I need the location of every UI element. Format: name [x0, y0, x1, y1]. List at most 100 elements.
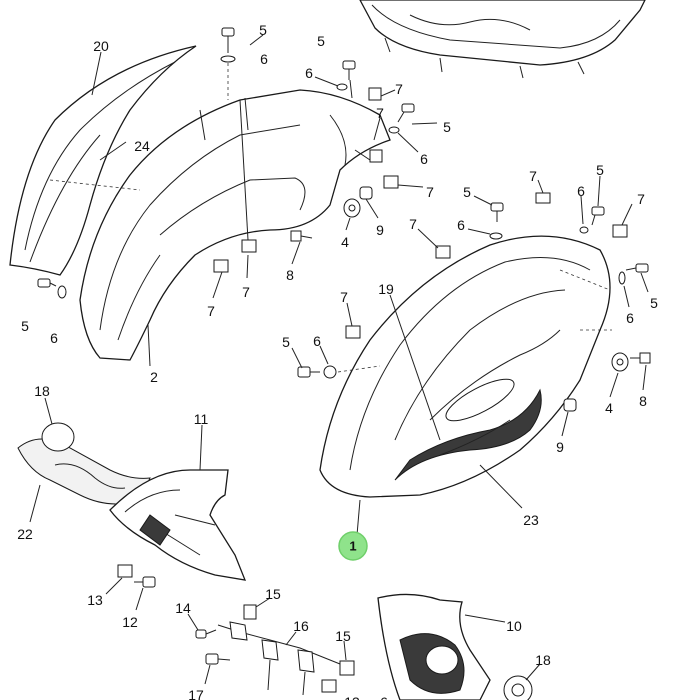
fastener-set	[37, 27, 651, 693]
callout-label-l11: 11	[194, 411, 209, 427]
callout-label-l16: 16	[293, 618, 309, 634]
callout-label-l4a: 4	[341, 234, 349, 250]
screw-5-left	[37, 278, 57, 288]
callout-label-l7e: 7	[426, 184, 434, 200]
grommet-part-18b	[503, 675, 533, 700]
callout-label-l5c: 5	[317, 33, 325, 49]
clip-15-b	[339, 660, 355, 676]
callout-label-l24: 24	[134, 138, 150, 154]
callout-label-l13b: 13	[344, 694, 360, 700]
callout-label-l4b: 4	[605, 400, 613, 416]
callout-label-l19: 19	[378, 281, 394, 297]
seat-tub-part	[359, 0, 646, 79]
callout-label-l20: 20	[93, 38, 109, 54]
washer-6-f	[57, 285, 67, 299]
leg-shield-part-2	[79, 89, 391, 361]
callout-label-l6i: 6	[380, 694, 388, 700]
bolt-8-left	[290, 230, 313, 242]
callout-label-l17: 17	[188, 687, 204, 700]
callout-label-l5f: 5	[596, 162, 604, 178]
screw-14	[195, 629, 217, 639]
callout-label-l6c: 6	[305, 65, 313, 81]
side-cover-part-20	[9, 45, 197, 276]
callout-label-l18a: 18	[34, 383, 50, 399]
callout-label-l6f: 6	[577, 183, 585, 199]
clip-7-h	[241, 239, 257, 253]
clip-7-c	[383, 175, 399, 189]
screw-5-mid	[490, 202, 504, 222]
harness-part-16	[217, 621, 351, 696]
callout-label-l7i: 7	[340, 289, 348, 305]
callout-label-l5g: 5	[650, 295, 658, 311]
callout-label-l12: 12	[122, 614, 138, 630]
callout-label-l7f: 7	[409, 216, 417, 232]
screw-5-right	[397, 103, 415, 123]
callout-label-l13: 13	[87, 592, 103, 608]
callout-label-l14: 14	[175, 600, 191, 616]
callout-label-l5a: 5	[21, 318, 29, 334]
callout-label-l6g: 6	[626, 310, 634, 326]
highlight-part-1[interactable]: 1	[338, 531, 368, 561]
washer-6-d	[579, 226, 589, 234]
nut-13	[117, 564, 133, 578]
collar-9-b	[563, 398, 577, 412]
callout-label-l18b: 18	[535, 652, 551, 668]
callout-label-l8a: 8	[286, 267, 294, 283]
clip-7-e	[435, 245, 451, 259]
grommet-part-18a	[41, 422, 75, 452]
inner-cover-part-11	[109, 469, 247, 581]
clip-7-a	[368, 87, 382, 101]
leader-lines	[29, 34, 649, 685]
lower-cover-part-10	[377, 593, 491, 700]
washer-6-a	[336, 83, 348, 91]
washer-6-b	[388, 126, 400, 134]
callout-label-l22: 22	[17, 526, 33, 542]
clip-7-d	[535, 192, 551, 204]
screw-17	[205, 653, 231, 665]
highlight-circle	[338, 531, 368, 561]
clip-15-a	[243, 604, 257, 620]
callout-label-l6h: 6	[313, 333, 321, 349]
screw-5-side	[625, 263, 649, 273]
screw-5-front	[297, 366, 320, 378]
callout-label-l5d: 5	[443, 119, 451, 135]
callout-label-l9b: 9	[556, 439, 564, 455]
callout-label-l7b: 7	[242, 284, 250, 300]
callout-label-l15a: 15	[265, 586, 281, 602]
callout-label-l5e: 5	[463, 184, 471, 200]
front-fender-part-1	[319, 235, 611, 498]
clip-7-g	[345, 325, 361, 339]
callout-label-l6d: 6	[420, 151, 428, 167]
callout-label-l10: 10	[506, 618, 522, 634]
callout-label-l7d: 7	[376, 105, 384, 121]
callout-label-l5b: 5	[259, 22, 267, 38]
callout-label-l7a: 7	[207, 303, 215, 319]
nut-13-b	[321, 679, 337, 693]
callout-label-l7c: 7	[395, 81, 403, 97]
bolt-8-right	[630, 352, 651, 364]
screw-5-upper	[342, 60, 356, 80]
washer-6-top	[220, 55, 236, 63]
clip-7-b	[369, 149, 383, 163]
clip-7-f	[612, 224, 628, 238]
callout-label-l23: 23	[523, 512, 539, 528]
screw-12	[134, 576, 156, 588]
callout-label-l15b: 15	[335, 628, 351, 644]
callout-label-l7h: 7	[637, 191, 645, 207]
washer-6-e	[618, 271, 626, 285]
grommet-4-b	[611, 352, 629, 372]
callout-label-l7g: 7	[529, 168, 537, 184]
callout-label-l2: 2	[150, 369, 158, 385]
callout-label-l6a: 6	[50, 330, 58, 346]
screw-5-far	[591, 206, 605, 226]
callout-label-l5h: 5	[282, 334, 290, 350]
callout-label-l9a: 9	[376, 222, 384, 238]
clip-7-i	[213, 259, 229, 273]
washer-6-c	[489, 232, 503, 240]
highlight-label: 1	[349, 539, 356, 554]
callout-label-l6e: 6	[457, 217, 465, 233]
grommet-4-a	[343, 198, 361, 218]
screw-5-top	[221, 27, 235, 48]
